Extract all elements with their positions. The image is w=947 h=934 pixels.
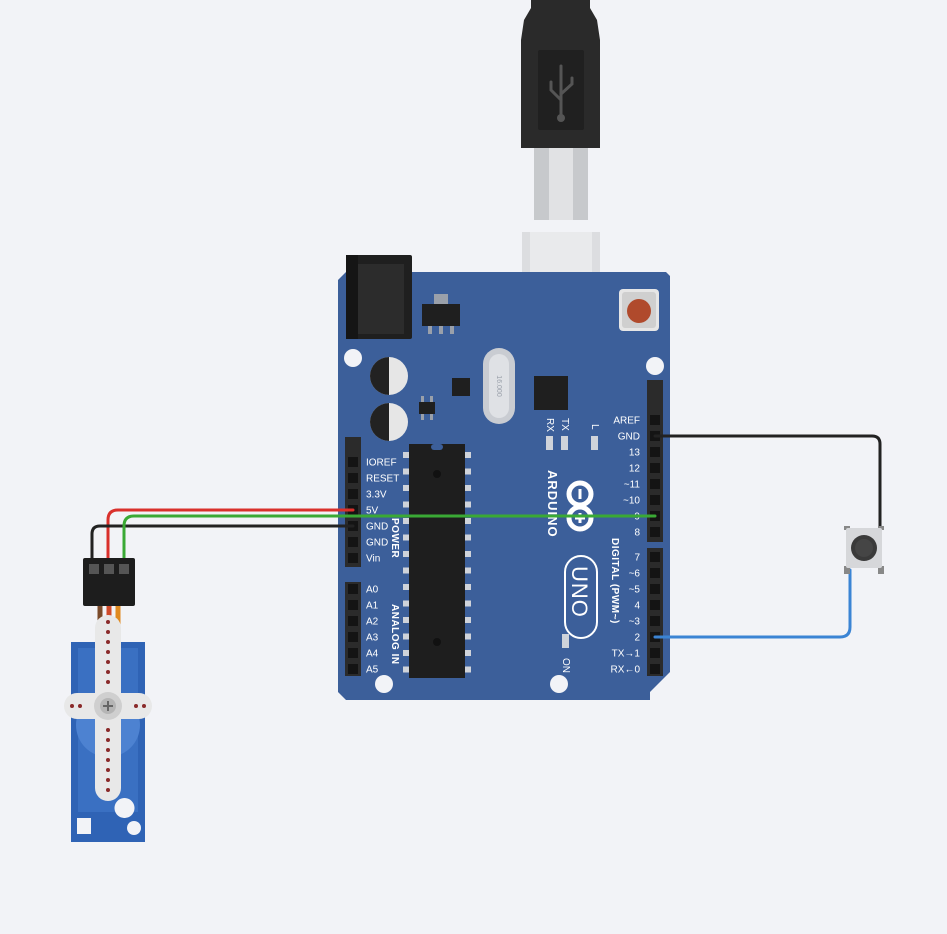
arduino-uno-board[interactable]: 16.000 RX TX L ON ARDUINO [338,255,670,700]
svg-text:DIGITAL (PWM~): DIGITAL (PWM~) [609,538,620,624]
pin-label: 4 [634,601,640,612]
pin-label: GND [366,522,388,533]
transistor [419,396,435,420]
header-socket[interactable] [650,415,660,425]
header-socket[interactable] [348,664,358,674]
pin-label: GND [366,538,388,549]
pin-label: 5V [366,506,379,517]
svg-text:RX: RX [544,418,555,432]
power-led: ON [560,634,571,673]
pin-label: 12 [629,464,641,475]
capacitor [370,357,408,395]
mounting-hole [375,675,393,693]
screw-icon [103,701,113,711]
pin-label: A5 [366,665,379,676]
svg-text:L: L [589,424,600,430]
pin-label: A0 [366,585,379,596]
pin-label: ~5 [629,585,641,596]
uno-badge: UNO [564,555,598,639]
brand-label: ARDUINO [545,470,560,538]
pin-label: ~11 [624,480,641,491]
svg-text:16.000: 16.000 [495,375,502,397]
header-socket[interactable] [348,632,358,642]
pin-label: GND [618,432,640,443]
small-ic [452,378,470,396]
header-socket[interactable] [650,479,660,489]
pin-label: TX→1 [612,649,641,660]
pin-label: A4 [366,649,379,660]
header-socket[interactable] [348,616,358,626]
rx-tx-leds: RX TX L [544,418,600,450]
servo-motor[interactable] [64,558,152,842]
svg-text:UNO: UNO [567,566,592,618]
servo-ground-wire[interactable] [90,524,355,562]
pin-label: ~6 [629,569,641,580]
pin-label: A3 [366,633,379,644]
header-socket[interactable] [650,568,660,578]
atmega-microcontroller [403,444,471,678]
header-socket[interactable] [348,600,358,610]
pin-label: RESET [366,474,399,485]
pin-label: 7 [634,553,640,564]
header-socket[interactable] [348,457,358,467]
wires [90,434,882,639]
pin-label: Vin [366,554,380,565]
pin-label: A2 [366,617,379,628]
pin-label: RX←0 [611,665,641,676]
pin-label: ~10 [623,496,640,507]
usb-symbol-icon [549,64,574,120]
header-socket[interactable] [650,527,660,537]
mounting-hole [344,349,362,367]
mounting-hole [550,675,568,693]
pin-label: ~3 [629,617,641,628]
dc-power-jack [346,255,412,339]
pin-label: IOREF [366,458,397,469]
pin-label: A1 [366,601,379,612]
header-socket[interactable] [650,495,660,505]
power-header: IOREF RESET 3.3V 5V GND GND Vin POWER [345,437,400,567]
header-socket[interactable] [650,616,660,626]
servo-power-wire[interactable] [106,508,355,562]
svg-text:ANALOG IN: ANALOG IN [389,604,400,665]
header-socket[interactable] [650,584,660,594]
header-socket[interactable] [348,553,358,563]
svg-text:ON: ON [560,658,571,673]
pin-label: 8 [634,528,640,539]
voltage-regulator [422,294,460,334]
servo-signal-wire[interactable] [122,514,657,562]
reset-button[interactable] [619,289,659,331]
pin-label: 13 [629,448,641,459]
header-socket[interactable] [348,537,358,547]
capacitor [370,403,408,441]
header-socket[interactable] [650,600,660,610]
header-socket[interactable] [348,584,358,594]
header-socket[interactable] [348,489,358,499]
mounting-hole [646,357,664,375]
pin-label: AREF [613,416,640,427]
header-socket[interactable] [650,447,660,457]
crystal-oscillator: 16.000 [483,348,515,424]
button-signal-wire[interactable] [653,568,852,639]
pin-label: 2 [634,633,640,644]
svg-text:TX: TX [559,418,570,431]
pushbutton[interactable] [844,526,884,574]
header-socket[interactable] [348,648,358,658]
usb-interface-chip [534,376,568,410]
header-socket[interactable] [650,463,660,473]
header-socket[interactable] [650,552,660,562]
svg-text:POWER: POWER [389,518,400,559]
button-ground-wire[interactable] [653,434,882,532]
header-socket[interactable] [650,648,660,658]
servo-horn [64,615,152,801]
pin-label: 3.3V [366,490,387,501]
header-socket[interactable] [650,664,660,674]
header-socket[interactable] [348,473,358,483]
